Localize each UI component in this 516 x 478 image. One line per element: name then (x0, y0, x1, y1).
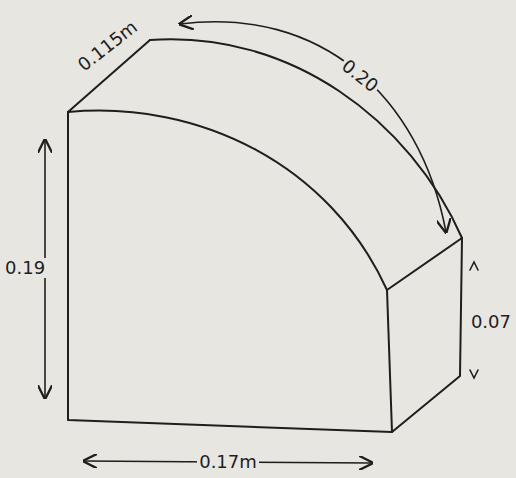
arc-length-dimension: 0.20 (337, 55, 384, 98)
depth-dimension: 0.115m (73, 16, 143, 77)
side-height-dimension: 0.07 (469, 312, 513, 332)
back-arc (150, 39, 462, 238)
dimension-tick (470, 262, 478, 270)
arc-dimension-arrow (180, 22, 446, 232)
width-dimension: 0.17m (197, 452, 259, 472)
front-arc (68, 111, 387, 290)
front-face-edges (68, 112, 392, 432)
height-dimension: 0.19 (3, 258, 47, 278)
dimension-tick (470, 370, 478, 378)
right-face-edges (387, 238, 462, 432)
